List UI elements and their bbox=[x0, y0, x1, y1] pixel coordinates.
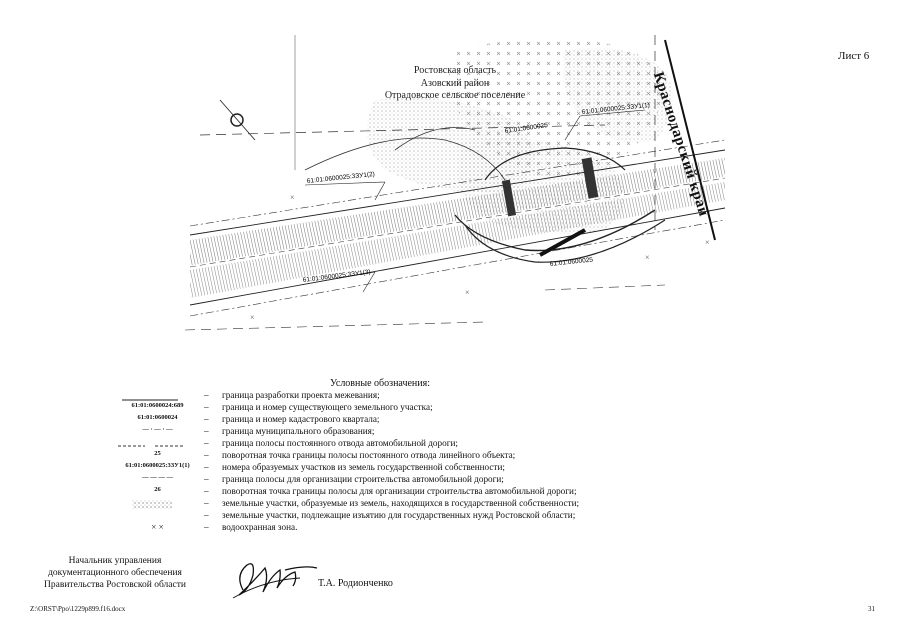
legend-item: 61:01:0600024:689 – граница и номер суще… bbox=[110, 402, 710, 415]
legend-item: – земельные участки, подлежащие изъятию … bbox=[110, 510, 710, 523]
legend-item: × × – водоохранная зона. bbox=[110, 522, 710, 535]
legend-title: Условные обозначения: bbox=[330, 378, 431, 389]
legend-item: — — — — – граница полосы для организации… bbox=[110, 474, 710, 487]
signer-title-line: документационного обеспечения bbox=[48, 568, 182, 578]
region-label: Ростовская область bbox=[413, 65, 497, 76]
turn-point-symbol: 25 bbox=[154, 450, 161, 457]
legend-item: — · — · — – граница муниципального образ… bbox=[110, 426, 710, 439]
svg-text:×: × bbox=[465, 288, 470, 297]
legend-item: – земельные участки, образуемые из земел… bbox=[110, 498, 710, 511]
signer-title-line: Начальник управления bbox=[68, 556, 162, 566]
parcel-label: 61:01:0600025 bbox=[549, 256, 593, 268]
parcel-number-symbol: 61:01:0600024:689 bbox=[131, 402, 184, 409]
water-protection-symbol: × × bbox=[151, 522, 164, 532]
new-parcel-number-symbol: 61:01:0600025:3ЗУ1(1) bbox=[125, 462, 190, 469]
settlement-label: Отрадовское сельское поселение bbox=[384, 90, 526, 101]
district-label: Азовский район bbox=[420, 78, 490, 89]
signer-position: Начальник управления документационного о… bbox=[30, 555, 200, 591]
footer-file-path: Z:\ORST\Ppo\1229p899.f16.docx bbox=[30, 605, 126, 613]
map-drawing: × × × × × 61:01:0600025:3ЗУ1(2) 61:01:06… bbox=[184, 35, 726, 331]
construction-strip-symbol: — — — — bbox=[142, 474, 173, 481]
legend-item: 61:01:0600025:3ЗУ1(1) – номера образуемы… bbox=[110, 462, 710, 475]
permanent-strip-symbol bbox=[118, 445, 185, 447]
svg-text:×: × bbox=[250, 313, 255, 322]
state-land-symbol bbox=[132, 500, 172, 509]
page-number: 31 bbox=[868, 605, 875, 613]
construction-turn-point-symbol: 26 bbox=[154, 486, 161, 493]
svg-text:×: × bbox=[705, 238, 710, 247]
svg-text:×: × bbox=[645, 253, 650, 262]
signer-title-line: Правительства Ростовской области bbox=[44, 580, 186, 590]
project-boundary-symbol bbox=[122, 399, 178, 401]
signer-name: Т.А. Родионченко bbox=[318, 578, 393, 589]
cadastral-map: × × × × × 61:01:0600025:3ЗУ1(2) 61:01:06… bbox=[184, 30, 745, 340]
legend-item: 25 – поворотная точка границы полосы пос… bbox=[110, 450, 710, 463]
sheet-number: Лист 6 bbox=[838, 50, 870, 62]
legend-item: 26 – поворотная точка границы полосы для… bbox=[110, 486, 710, 499]
legend-item: – граница разработки проекта межевания; bbox=[110, 390, 710, 403]
legend-item: – граница полосы постоянного отвода авто… bbox=[110, 438, 710, 451]
legend-item: 61:01:0600024 – граница и номер кадастро… bbox=[110, 414, 710, 427]
quarter-number-symbol: 61:01:0600024 bbox=[137, 414, 178, 421]
municipal-boundary-symbol: — · — · — bbox=[142, 426, 173, 433]
svg-text:×: × bbox=[290, 193, 295, 202]
handwritten-signature bbox=[232, 563, 318, 599]
